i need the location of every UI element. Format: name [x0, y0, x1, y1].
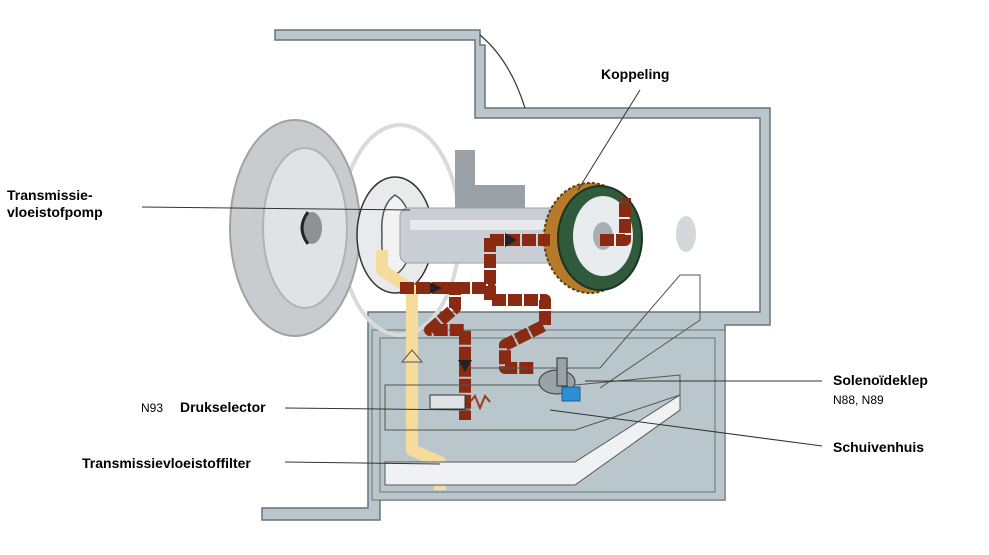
filter-plate: [384, 394, 681, 486]
label-schuivenhuis: Schuivenhuis: [833, 439, 925, 455]
pressure-flow-arrow-3: [505, 233, 517, 247]
leader-filter: [284, 461, 441, 465]
input-shaft-highlight: [410, 220, 560, 230]
flywheel-hub: [302, 212, 322, 244]
leader-schuivenhuis: [549, 409, 823, 447]
pressure-selector-spool: [429, 394, 466, 410]
leader-drukselector: [284, 407, 471, 411]
housing-curve: [479, 34, 526, 109]
rear-shaft-end: [676, 216, 696, 252]
oil-pan: [371, 329, 726, 501]
label-solenoideklep: Solenoïdeklep: [833, 372, 928, 388]
pressure-selector-spring: [469, 394, 491, 411]
solenoid-valve-connector: [561, 386, 581, 402]
pressure-flow-arrow-2: [458, 360, 472, 372]
label-drukselector: Drukselector: [180, 399, 266, 415]
leader-koppeling: [577, 89, 641, 191]
transmission-housing: [261, 29, 771, 521]
label-transmissie-pomp: Transmissie- vloeistofpomp: [7, 187, 103, 220]
solenoid-valve-head: [556, 357, 568, 387]
flywheel-hub-ring: [300, 211, 310, 245]
label-filter: Transmissievloeistoffilter: [82, 455, 251, 471]
suction-flow-arrow: [400, 349, 424, 363]
leader-pomp: [141, 206, 411, 211]
pressure-oil-line: [400, 198, 631, 420]
label-drukselector-code: N93: [141, 401, 164, 415]
pressure-flow-arrow-1: [430, 282, 442, 294]
label-solenoideklep-codes: N88, N89: [833, 393, 884, 407]
label-koppeling: Koppeling: [601, 66, 670, 82]
upper-valve-plate: [470, 274, 701, 389]
shaft-block: [455, 150, 475, 190]
